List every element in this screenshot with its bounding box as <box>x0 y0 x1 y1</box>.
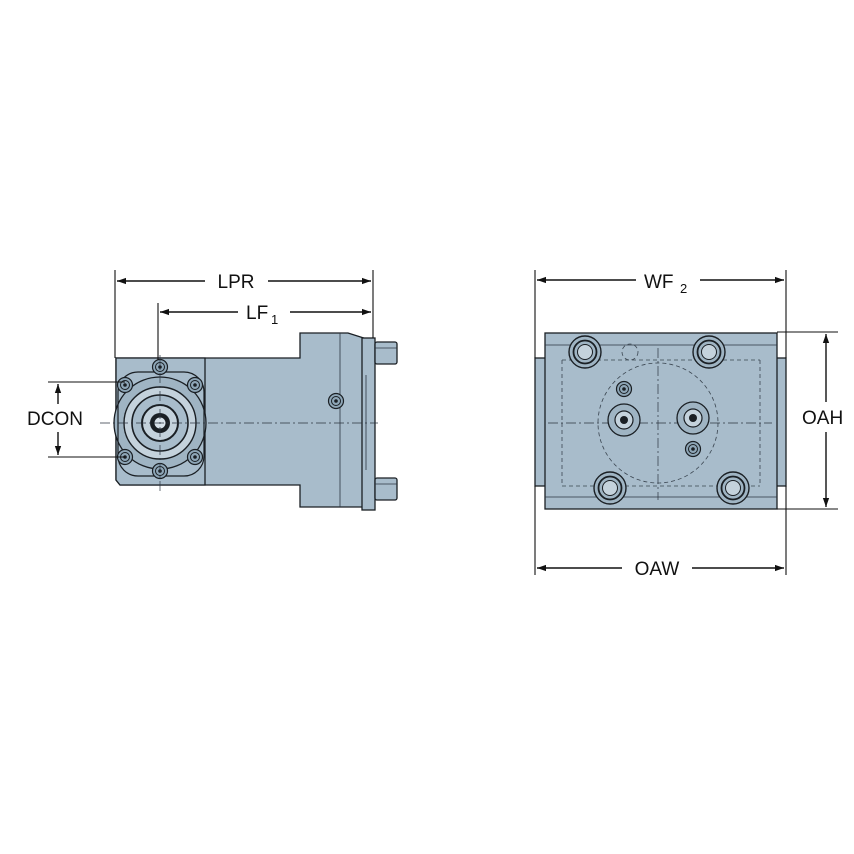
mounting-bolt-icon <box>593 471 627 505</box>
dcon-label: DCON <box>27 409 83 430</box>
side-view-lower-pin <box>374 477 398 501</box>
oaw-label: OAW <box>635 559 680 580</box>
oah-label: OAH <box>802 408 843 429</box>
coolant-port-left-icon <box>607 403 641 437</box>
mounting-bolt-icon <box>568 335 602 369</box>
lf1-label: LF <box>246 303 268 324</box>
small-screw-icon <box>684 440 702 458</box>
side-view-upper-pin <box>374 341 398 365</box>
side-view-rear-plate <box>361 337 376 511</box>
lf1-subscript: 1 <box>271 312 278 327</box>
mounting-bolt-icon <box>716 471 750 505</box>
flange-bolt-icon <box>186 448 204 466</box>
side-view: LPR LF 1 DCON <box>27 270 398 511</box>
flange-bolt-icon <box>186 376 204 394</box>
flange-bolt-icon <box>116 376 134 394</box>
small-screw-icon <box>615 380 633 398</box>
mounting-bolt-icon <box>692 335 726 369</box>
side-screw-icon <box>327 392 345 410</box>
wf2-subscript: 2 <box>680 281 687 296</box>
coolant-port-right-icon <box>676 401 710 435</box>
wf2-label: WF <box>644 272 674 293</box>
lpr-label: LPR <box>218 272 255 293</box>
front-view: WF 2 OAH OAW <box>534 270 843 580</box>
